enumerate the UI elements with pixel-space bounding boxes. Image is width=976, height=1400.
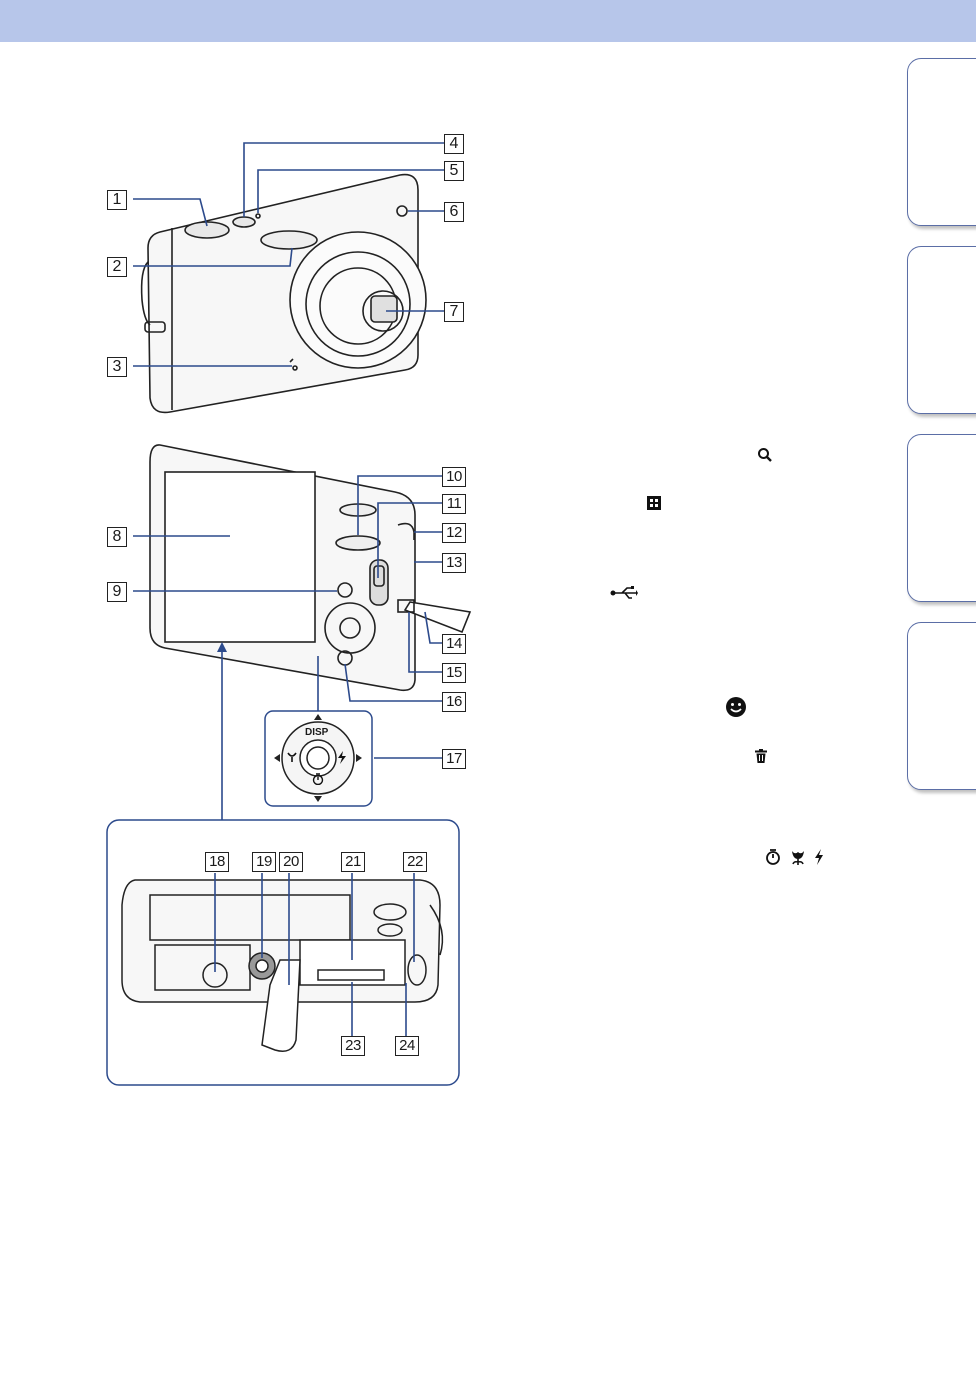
side-tab-3[interactable] (907, 434, 976, 602)
index-grid-icon (647, 496, 661, 510)
flash-bolt-icon (815, 849, 823, 865)
camera-front-view (140, 173, 427, 414)
playback-button (337, 582, 353, 598)
callout-17: 17 (442, 749, 466, 769)
side-tab-4[interactable] (907, 622, 976, 790)
callout-12: 12 (442, 523, 466, 543)
callout-22: 22 (403, 852, 427, 872)
zoom-magnifier-icon (758, 448, 772, 462)
callout-18: 18 (205, 852, 229, 872)
leader-lines (133, 142, 444, 1036)
camera-rear-view (149, 444, 472, 692)
callout-11: 11 (442, 494, 466, 514)
self-timer-icon (312, 773, 324, 785)
callout-5: 5 (444, 161, 464, 181)
lens (370, 295, 398, 323)
self-timer-icon (766, 849, 780, 865)
callout-16: 16 (442, 692, 466, 712)
disp-label: DISP (305, 727, 329, 738)
camera-illustration (106, 142, 472, 1086)
macro-tulip-icon (287, 752, 297, 762)
callout-9: 9 (107, 582, 127, 602)
callout-3: 3 (107, 357, 127, 377)
header-bar (0, 0, 976, 42)
callout-19: 19 (252, 852, 276, 872)
flash-bolt-icon (338, 751, 346, 764)
callout-14: 14 (442, 634, 466, 654)
smile-shutter-icon (726, 697, 746, 717)
flash (260, 230, 318, 250)
callout-10: 10 (442, 467, 466, 487)
callout-2: 2 (107, 257, 127, 277)
self-timer-lamp (396, 205, 408, 217)
power-button (232, 216, 256, 228)
control-wheel-detail (264, 710, 373, 807)
delete-trash-icon (755, 749, 767, 763)
callout-7: 7 (444, 302, 464, 322)
side-tab-1[interactable] (907, 58, 976, 226)
shutter-button (184, 221, 230, 239)
callout-8: 8 (107, 527, 127, 547)
callout-6: 6 (444, 202, 464, 222)
callout-24: 24 (395, 1036, 419, 1056)
lcd-screen (164, 471, 316, 643)
callout-1: 1 (107, 190, 127, 210)
usb-icon (610, 586, 638, 599)
callout-4: 4 (444, 134, 464, 154)
callout-15: 15 (442, 663, 466, 683)
macro-tulip-icon (792, 851, 804, 865)
callout-23: 23 (341, 1036, 365, 1056)
callout-13: 13 (442, 553, 466, 573)
side-tab-2[interactable] (907, 246, 976, 414)
callout-20: 20 (279, 852, 303, 872)
callout-21: 21 (341, 852, 365, 872)
